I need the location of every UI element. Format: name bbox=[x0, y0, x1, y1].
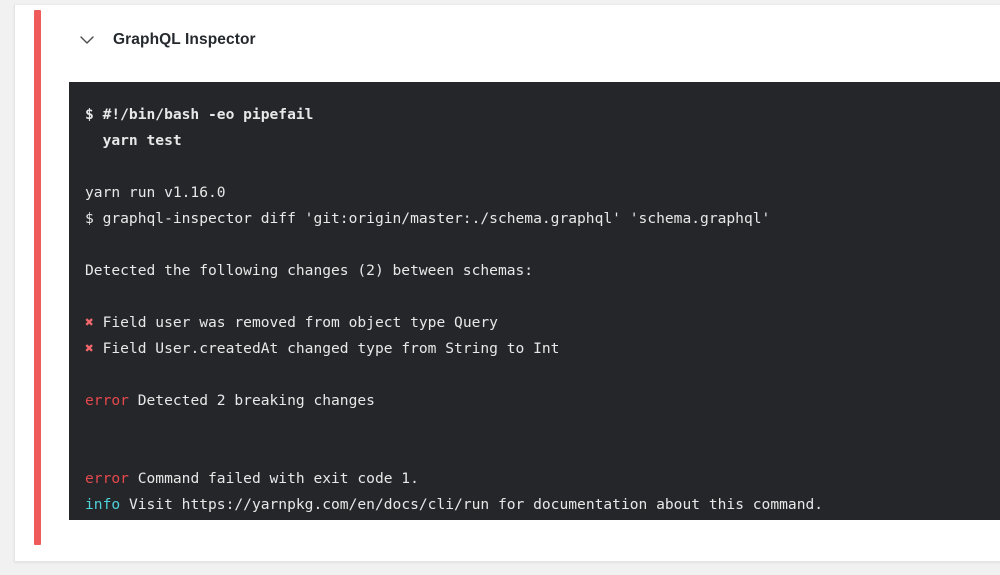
terminal-line: info Visit https://yarnpkg.com/en/docs/c… bbox=[85, 492, 1000, 518]
terminal-segment-default: Field User.createdAt changed type from S… bbox=[93, 340, 560, 357]
chevron-down-icon[interactable] bbox=[75, 28, 99, 52]
terminal-line: error Detected 2 breaking changes bbox=[85, 388, 1000, 414]
terminal-segment-default: yarn test bbox=[85, 132, 182, 149]
terminal-segment-default: Detected the following changes (2) betwe… bbox=[85, 262, 534, 279]
terminal-line: error Command failed with exit code 1. bbox=[85, 466, 1000, 492]
terminal-line: Detected the following changes (2) betwe… bbox=[85, 258, 1000, 284]
terminal-segment-default: Field user was removed from object type … bbox=[93, 314, 498, 331]
terminal-line bbox=[85, 232, 1000, 258]
terminal-segment-info: info bbox=[85, 496, 121, 513]
terminal-line bbox=[85, 284, 1000, 310]
terminal-line: yarn test bbox=[85, 128, 1000, 154]
terminal-segment-default: Command failed with exit code 1. bbox=[128, 470, 419, 487]
terminal-line bbox=[85, 414, 1000, 440]
terminal-segment-default: Visit https://yarnpkg.com/en/docs/cli/ru… bbox=[120, 496, 824, 513]
job-title: GraphQL Inspector bbox=[113, 31, 256, 48]
terminal-segment-cross: ✖ bbox=[85, 340, 94, 357]
terminal-segment-error: error bbox=[85, 392, 129, 409]
terminal-line bbox=[85, 440, 1000, 466]
job-status-rail bbox=[34, 10, 41, 545]
terminal-line: $ graphql-inspector diff 'git:origin/mas… bbox=[85, 206, 1000, 232]
terminal-line: ✖ Field User.createdAt changed type from… bbox=[85, 336, 1000, 362]
terminal-line bbox=[85, 362, 1000, 388]
terminal-line: Exited with code 1 bbox=[85, 518, 1000, 520]
terminal-line: yarn run v1.16.0 bbox=[85, 180, 1000, 206]
terminal-segment-default: $ #!/bin/bash -eo pipefail bbox=[85, 106, 314, 123]
terminal-segment-default: yarn run v1.16.0 bbox=[85, 184, 226, 201]
terminal-line: $ #!/bin/bash -eo pipefail bbox=[85, 102, 1000, 128]
terminal-line bbox=[85, 154, 1000, 180]
terminal-segment-default: $ graphql-inspector diff 'git:origin/mas… bbox=[85, 210, 771, 227]
terminal-line: ✖ Field user was removed from object typ… bbox=[85, 310, 1000, 336]
terminal-segment-error: error bbox=[85, 470, 129, 487]
job-header[interactable]: GraphQL Inspector bbox=[75, 23, 256, 57]
job-card: GraphQL Inspector $ #!/bin/bash -eo pipe… bbox=[14, 4, 1000, 562]
terminal-lines: $ #!/bin/bash -eo pipefail yarn test yar… bbox=[85, 102, 1000, 520]
terminal-segment-cross: ✖ bbox=[85, 314, 94, 331]
terminal-segment-default: Detected 2 breaking changes bbox=[128, 392, 375, 409]
terminal-log[interactable]: $ #!/bin/bash -eo pipefail yarn test yar… bbox=[69, 82, 1000, 520]
